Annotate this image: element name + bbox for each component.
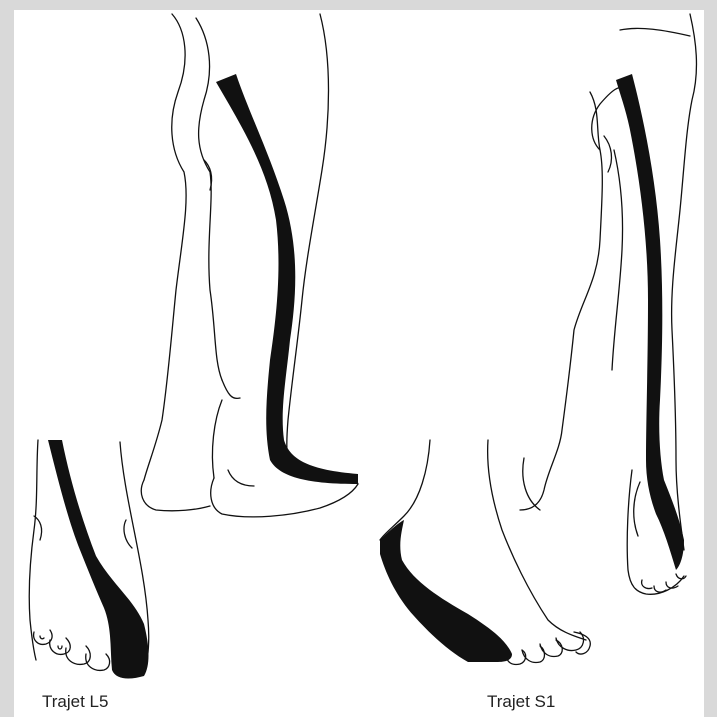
- dermatome-illustration: [14, 10, 704, 717]
- s1-foot-band: [380, 520, 512, 662]
- l5-foot-band: [48, 440, 149, 678]
- s1-leg-band: [616, 74, 684, 570]
- l5-leg-band: [216, 74, 358, 484]
- figure-panel: Trajet L5 Trajet S1: [14, 10, 704, 717]
- caption-s1: Trajet S1: [487, 692, 555, 712]
- l5-leg-outline: [141, 14, 358, 517]
- caption-l5: Trajet L5: [42, 692, 108, 712]
